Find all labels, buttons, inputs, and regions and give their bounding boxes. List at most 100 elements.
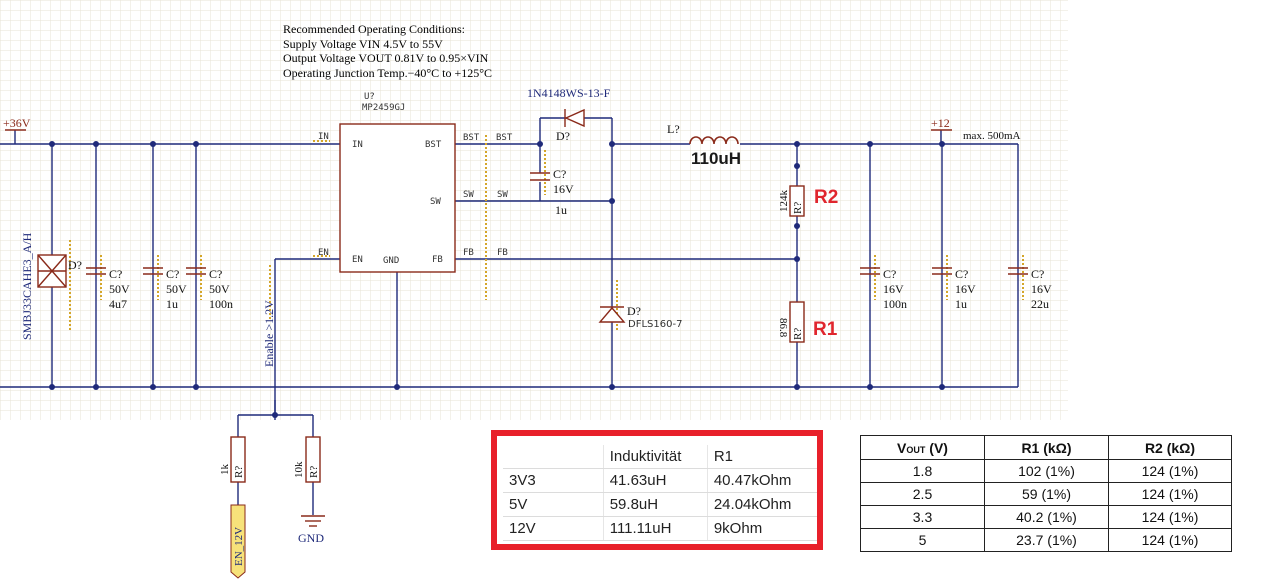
r2-ref: R? [792,202,804,214]
output-cap-symbols [860,267,1028,275]
r1-value: 86.8 [777,318,789,338]
tvs-part-label: SMBJ33CAHE3_A/H [20,232,34,340]
r1-symbol [789,301,805,343]
table-cell: 124 (1%) [1108,459,1232,483]
net-en: EN [318,248,329,258]
r2-symbol [789,185,805,217]
net-hatching [69,135,1024,330]
table-cell: 40.47kOhm [706,468,817,493]
cout1-voltage: 16V [883,282,904,296]
table-header-row: Induktivität R1 [503,445,817,469]
table-header-cell [503,445,604,469]
notes-title: Recommended Operating Conditions: [283,22,465,36]
grid-background [0,0,1068,420]
schematic-sheet: +36V +12 max. 500mA U? MP2459GJ IN BST S… [0,0,1068,420]
r2-header: R2 (kΩ) [1108,435,1232,460]
table-cell: 124 (1%) [1108,505,1232,529]
net-in: IN [318,132,329,142]
net-fb-pin: FB [463,248,474,258]
cin2-voltage: 50V [166,282,187,296]
tvs-diode-symbol [37,254,67,288]
table-header-cell: Induktivität [602,445,708,469]
net-sw: SW [497,190,508,200]
vin-power-label: +36V [3,116,31,130]
boot-diode-part: 1N4148WS-13-F [527,86,611,100]
cin3-voltage: 50V [209,282,230,296]
vout-header-unit: (V) [925,439,948,456]
net-bst: BST [496,133,513,143]
inductor-value-callout: 110uH [691,149,741,168]
inductor-symbol [689,136,739,145]
net-fb: FB [497,248,508,258]
vout-power-label: +12 [931,116,950,130]
ic-part: MP2459GJ [362,103,405,113]
schematic-canvas: +36V +12 max. 500mA U? MP2459GJ IN BST S… [0,0,1068,420]
enable-r-bottom-ref: R? [308,466,320,478]
table-cell: 41.63uH [602,468,708,493]
cin3-ref: C? [209,267,222,281]
schottky-part: DFLS160-7 [628,319,682,330]
cin2-ref: C? [166,267,179,281]
en-port-symbol [230,504,246,579]
r2-callout: R2 [814,187,838,208]
table-cell: 24.04kOhm [706,492,817,517]
table-cell: 5 [860,528,985,552]
enable-r-top-symbol [230,436,246,483]
cout2-ref: C? [955,267,968,281]
table-row: 5 23.7 (1%) 124 (1%) [860,528,1232,552]
cout1-value: 100n [883,297,907,311]
table-cell: 111.11uH [602,516,708,541]
en-port-label: EN_12V [233,527,245,566]
cin2-value: 1u [166,297,178,311]
inductance-table-frame: Induktivität R1 3V3 41.63uH 40.47kOhm 5V… [491,430,823,550]
table-row: 12V 111.11uH 9kOhm [503,516,817,541]
table-cell: 59.8uH [602,492,708,517]
inductor-ref: L? [667,122,680,136]
tvs-ref-label: D? [68,258,82,272]
r1-ref: R? [792,328,804,340]
cout3-value: 22u [1031,297,1049,311]
vout-header-main: V [897,439,907,456]
schottky-diode-symbol [598,306,626,323]
enable-r-top-ref: R? [233,466,245,478]
pin-gnd: GND [383,256,399,266]
table-row: 1.8 102 (1%) 124 (1%) [860,459,1232,483]
cin1-value: 4u7 [109,297,127,311]
boot-diode-ref: D? [556,129,570,143]
table-cell: 12V [503,516,604,541]
notes-supply-voltage: Supply Voltage VIN 4.5V to 55V [283,36,443,51]
gnd-label: GND [298,531,324,545]
table-cell: 23.7 (1%) [984,528,1109,552]
junction-dots [49,141,945,390]
notes-output-voltage: Output Voltage VOUT 0.81V to 0.95×VIN [283,51,489,65]
r2-value: 124k [778,190,790,213]
r1-header: R1 (kΩ) [984,435,1109,460]
max-current-label: max. 500mA [963,130,1020,142]
input-cap-symbols [86,267,206,275]
pin-en: EN [352,255,363,265]
inductance-table: Induktivität R1 3V3 41.63uH 40.47kOhm 5V… [503,445,817,541]
table-cell: 124 (1%) [1108,482,1232,506]
cin3-value: 100n [209,297,233,311]
table-cell: 3V3 [503,468,604,493]
vout-header: VOUT (V) [860,435,985,460]
notes-junction-temp: Operating Junction Temp.−40°C to +125°C [283,65,493,80]
table-row: 3V3 41.63uH 40.47kOhm [503,468,817,493]
table-header-row: VOUT (V) R1 (kΩ) R2 (kΩ) [860,435,1232,460]
net-sw-pin: SW [463,190,474,200]
table-header-cell: R1 [706,445,817,469]
divider-resistor-table: VOUT (V) R1 (kΩ) R2 (kΩ) 1.8 102 (1%) 12… [860,435,1232,552]
pin-sw: SW [430,197,441,207]
table-cell: 9kOhm [706,516,817,541]
cout2-value: 1u [955,297,967,311]
table-cell: 40.2 (1%) [984,505,1109,529]
table-row: 3.3 40.2 (1%) 124 (1%) [860,505,1232,529]
enable-r-bottom-value: 10k [293,461,305,478]
table-cell: 102 (1%) [984,459,1109,483]
schottky-ref: D? [627,304,641,318]
enable-threshold-label: Enable >1.2V [262,300,276,367]
operating-conditions-notes: Recommended Operating Conditions: Supply… [283,22,492,80]
table-cell: 2.5 [860,482,985,506]
boot-cap-voltage: 16V [553,182,574,196]
